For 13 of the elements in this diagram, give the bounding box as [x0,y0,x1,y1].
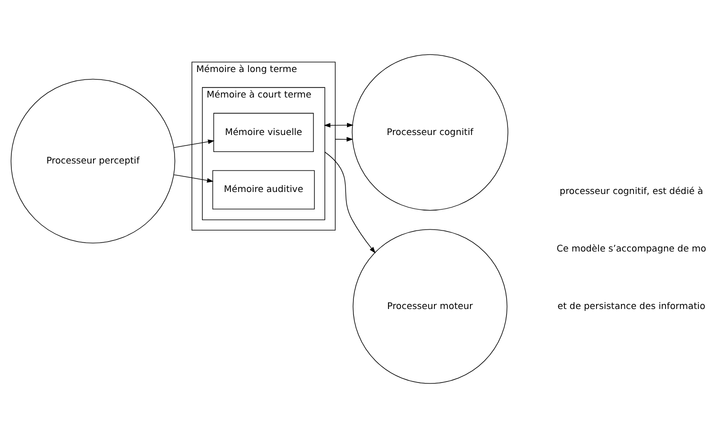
arrow [334,137,354,142]
node-circle: Processeur moteur [352,229,508,384]
label: processeur cognitif, est dédié à [560,187,704,198]
label: et de persistance des informatio [558,302,706,312]
node-circle: Processeur cognitif [352,54,508,211]
node-box: Mémoire visuelle [213,112,314,152]
arrow [324,122,354,128]
node-box: Mémoire auditive [212,170,315,210]
arrow [324,152,376,254]
label: Ce modèle s’accompagne de mo [556,244,706,255]
arrow [174,140,214,148]
arrow [174,174,214,183]
node-circle: Processeur perceptif [10,78,176,244]
